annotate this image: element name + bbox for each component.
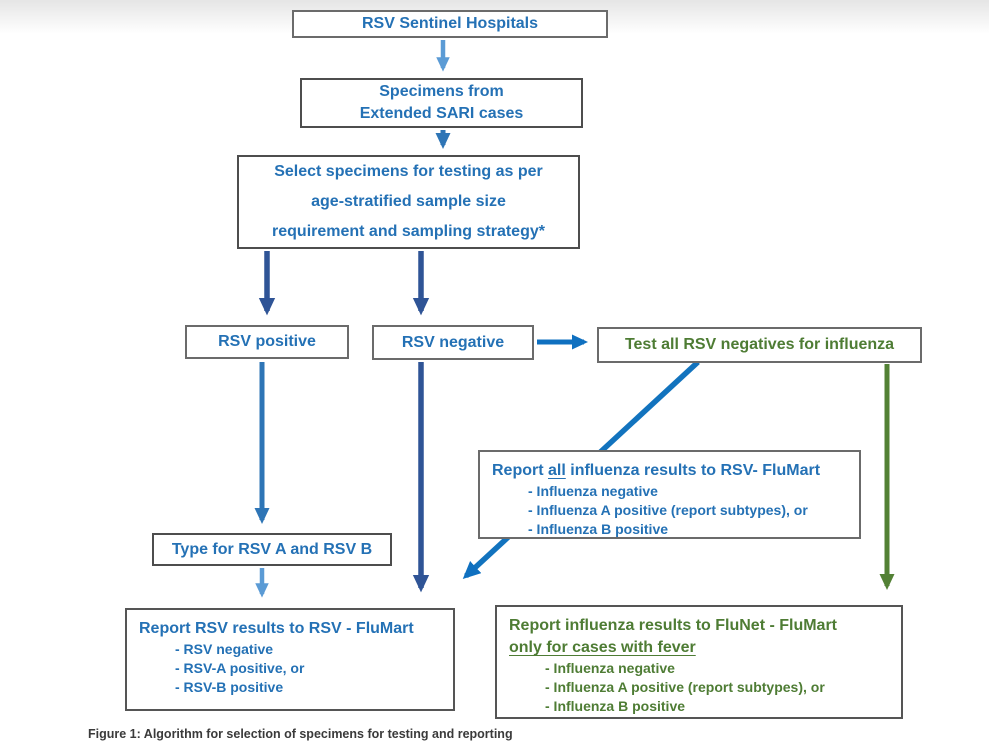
node-label: RSV positive [218,333,316,350]
node-title-line1: Report influenza results to FluNet - Flu… [509,617,838,634]
list-item: - Influenza B positive [545,698,686,714]
node-rsv-negative: RSV negative [372,325,534,360]
list-item: - RSV-A positive, or [175,660,305,676]
list-item: - Influenza negative [545,660,675,676]
node-title-suffix: influenza results to RSV- FluMart [565,462,821,479]
list-item: - RSV negative [175,641,274,657]
node-title-underlined: all [548,462,566,479]
node-label: Test all RSV negatives for influenza [624,336,895,353]
node-title: Report RSV results to RSV - FluMart [139,620,414,637]
node-label-line3: requirement and sampling strategy* [272,223,545,240]
node-label-line1: Select specimens for testing as per [274,163,543,180]
list-item: - Influenza A positive (report subtypes)… [528,502,808,518]
list-item: - Influenza B positive [528,521,669,537]
list-item: - Influenza negative [528,483,658,499]
figure-caption: Figure 1: Algorithm for selection of spe… [88,727,513,741]
node-label-line2: Extended SARI cases [359,105,524,122]
node-report-influenza-flunet: Report influenza results to FluNet - Flu… [495,605,903,719]
node-title-line2: only for cases with fever [509,639,696,656]
node-rsv-sentinel-hospitals: RSV Sentinel Hospitals [292,10,608,38]
list-item: - RSV-B positive [175,679,284,695]
node-specimens-extended-sari: Specimens from Extended SARI cases [300,78,583,128]
node-title-prefix: Report [492,462,548,479]
node-label-line2: age-stratified sample size [311,193,506,210]
node-rsv-positive: RSV positive [185,325,349,359]
node-title: Report all influenza results to RSV- Flu… [492,460,849,482]
node-test-all-rsv-negatives: Test all RSV negatives for influenza [597,327,922,363]
node-type-rsv-a-b: Type for RSV A and RSV B [152,533,392,566]
node-select-specimens: Select specimens for testing as per age-… [237,155,580,249]
node-label-line1: Specimens from [379,83,504,100]
node-report-influenza-rsv-flumart: Report all influenza results to RSV- Flu… [478,450,861,539]
node-label: Type for RSV A and RSV B [171,540,373,558]
node-label: RSV Sentinel Hospitals [361,15,539,32]
node-label: RSV negative [401,333,505,351]
list-item: - Influenza A positive (report subtypes)… [545,679,825,695]
node-report-rsv-results: Report RSV results to RSV - FluMart - RS… [125,608,455,711]
